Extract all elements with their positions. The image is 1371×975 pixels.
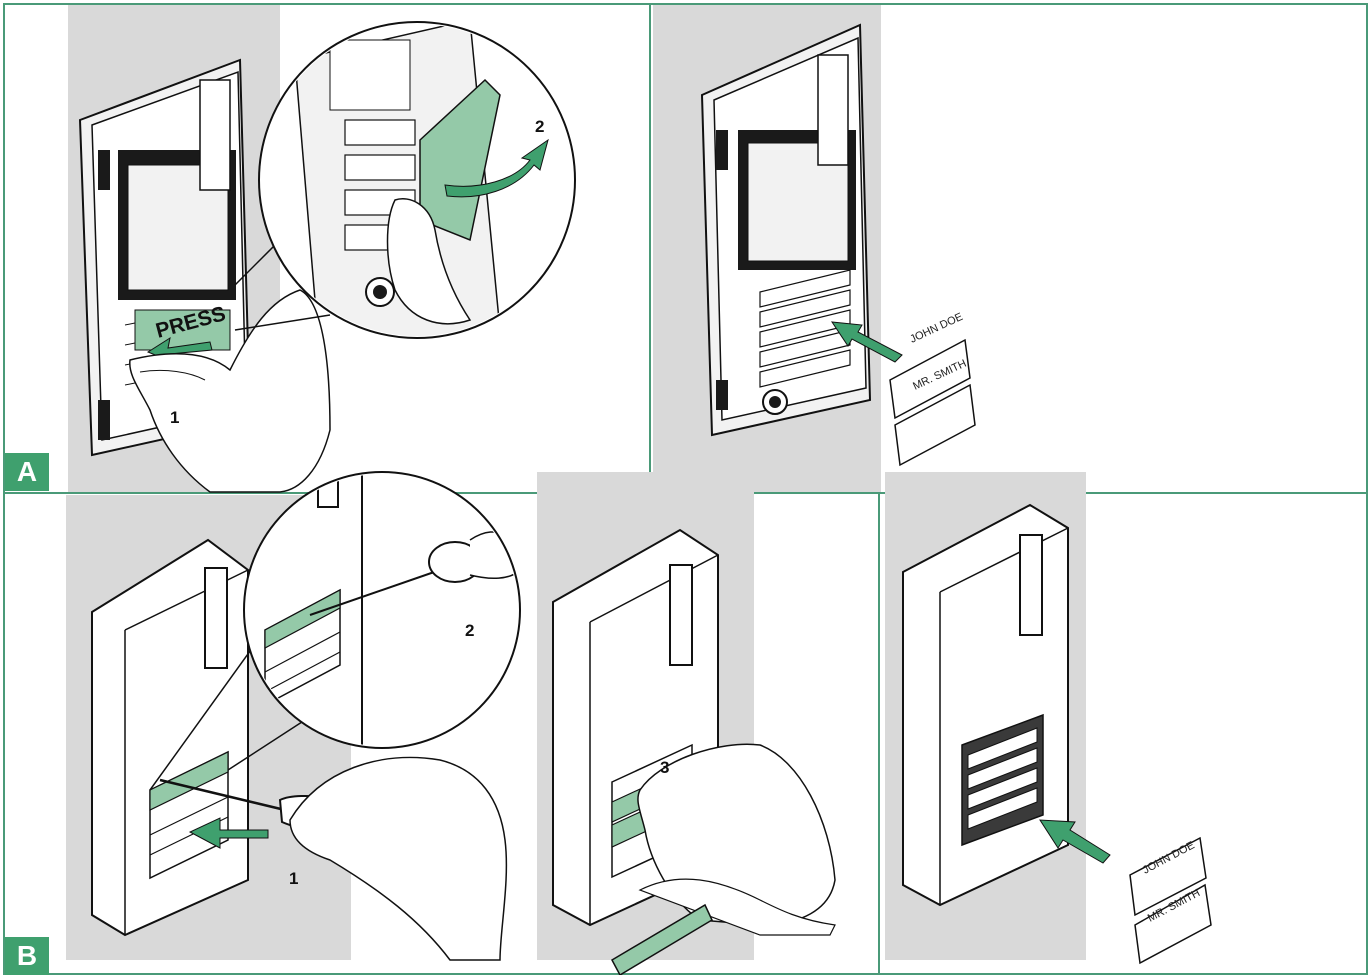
panel-b1-device [92,540,248,935]
step-number-1: 1 [170,408,179,427]
step-number-2: 2 [535,117,544,136]
step-number-b1-2: 2 [465,621,474,640]
plate-text-john-doe: JOHN DOE [908,311,965,346]
panel-b3-device [903,505,1068,905]
hand-outline-b1 [290,758,506,961]
zoom-circle-b1 [244,470,520,760]
step-number-b1-1: 1 [289,869,298,888]
step-number-b2-3: 3 [660,758,669,777]
removed-label-b2 [612,905,712,975]
